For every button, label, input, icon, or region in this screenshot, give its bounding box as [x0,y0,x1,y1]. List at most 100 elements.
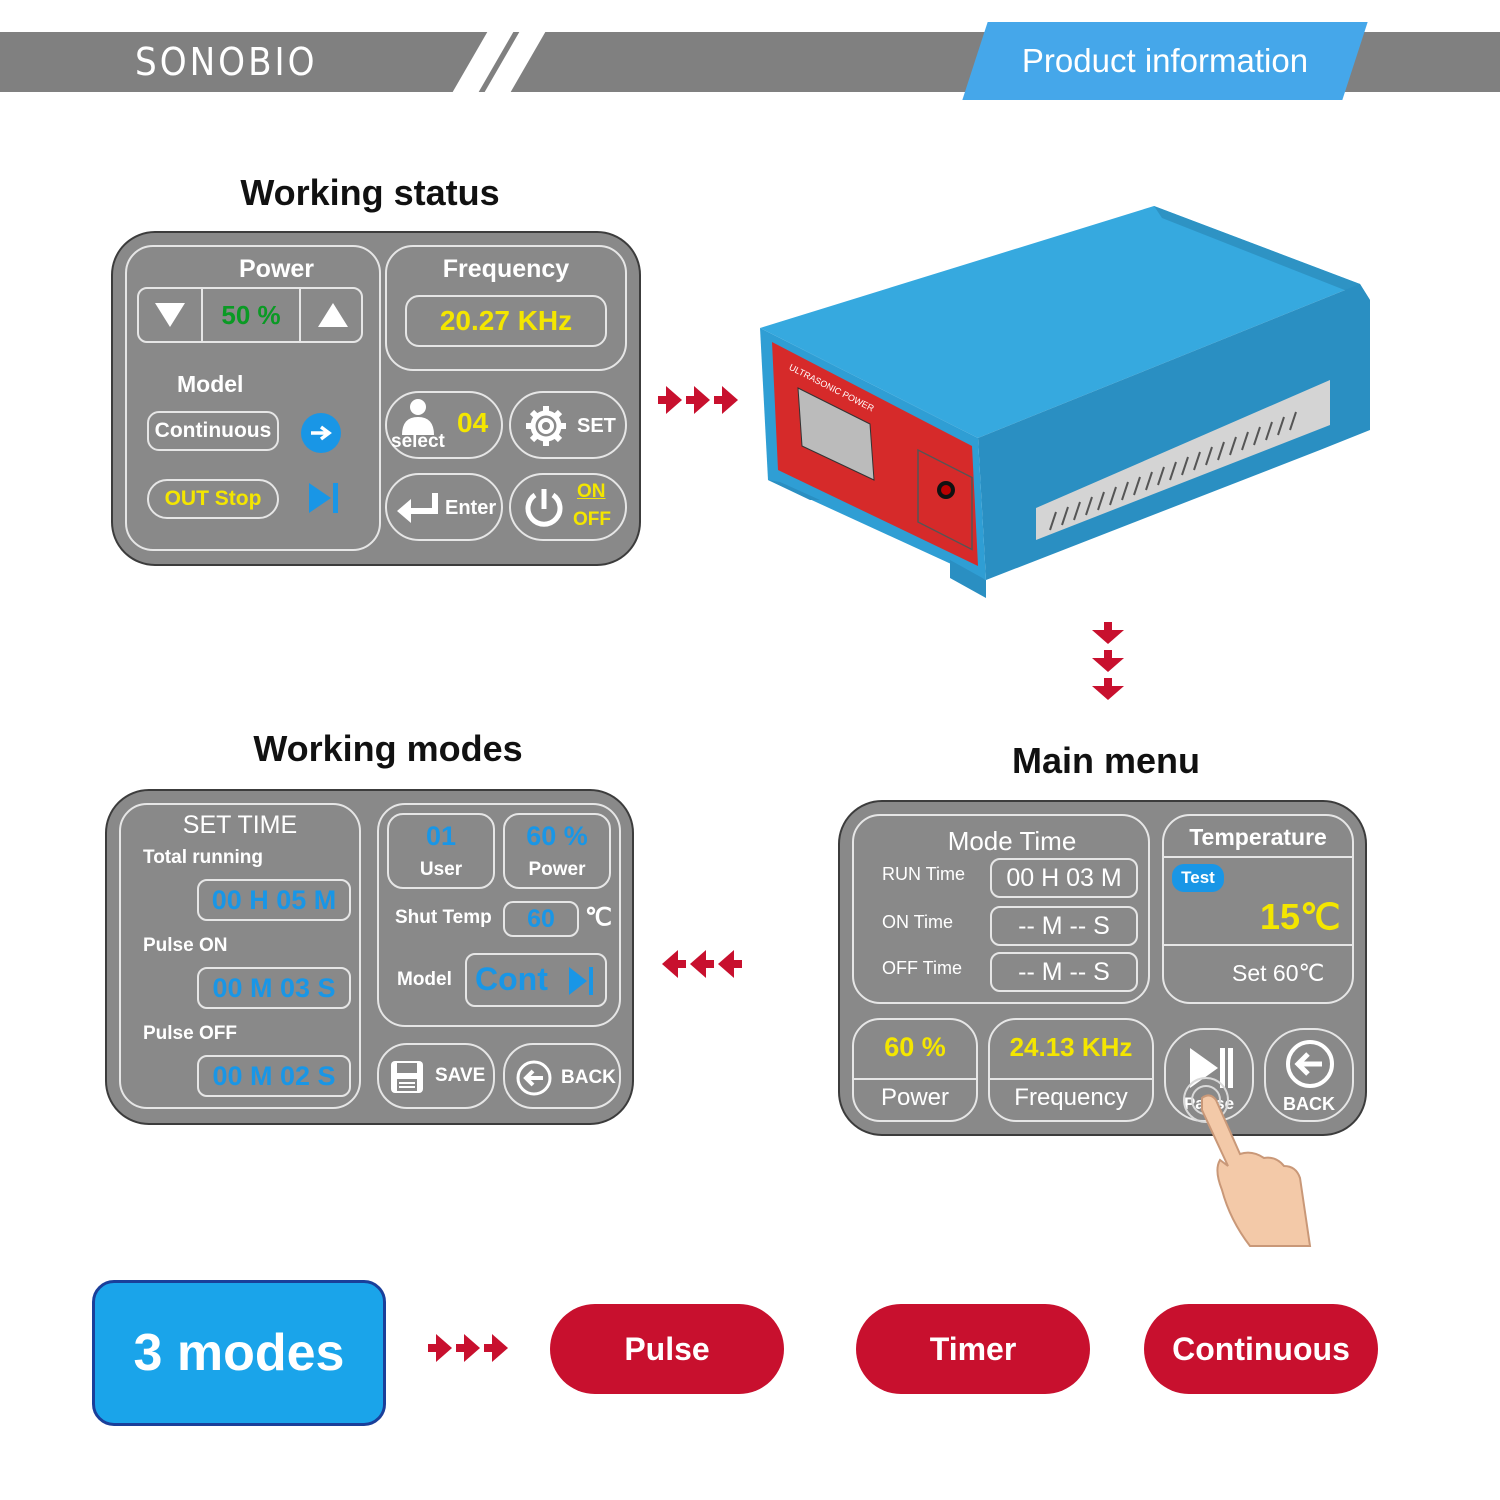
set-label: SET [577,415,616,437]
pulse-on-value[interactable]: 00 M 03 S [197,967,351,1009]
pulse-off-value[interactable]: 00 M 02 S [197,1055,351,1097]
play-pause-icon [1190,1048,1233,1088]
model-value: Cont [475,961,548,997]
on-time-value: -- M -- S [990,906,1138,946]
ultrasonic-device-image [760,206,1370,598]
working-status-title: Working status [240,172,500,213]
flow-arrows-down [1092,622,1124,700]
mode-timer-button[interactable]: Timer [856,1304,1090,1394]
back-label: BACK [1283,1094,1335,1114]
working-modes-title: Working modes [253,728,523,769]
mode-time-group: Mode Time RUN Time 00 H 03 M ON Time -- … [852,814,1150,1004]
power-value: 50 % [221,299,281,330]
shut-temp-label: Shut Temp [395,907,492,928]
select-value: 04 [457,407,489,438]
power-label: Power [239,255,315,283]
power-label: Power [528,859,586,880]
out-stop-button[interactable]: OUT Stop [147,479,279,519]
triangle-down-icon [155,303,185,327]
on-time-label: ON Time [882,912,954,932]
back-label: BACK [561,1067,616,1088]
play-pause-icon [569,967,593,995]
mode-continuous-button[interactable]: Continuous [1144,1304,1378,1394]
run-time-label: RUN Time [882,864,966,884]
user-field[interactable]: 01 User [387,813,495,889]
temperature-label: Temperature [1189,824,1327,850]
shut-temp-value[interactable]: 60 [503,901,579,937]
back-arrow-icon [1286,1040,1334,1088]
model-label: Model [397,969,452,990]
power-value: 60 % [884,1032,946,1062]
set-temp-value[interactable]: Set 60℃ [1232,960,1325,986]
enter-button[interactable]: Enter [385,473,503,541]
divider [1164,944,1352,946]
user-icon [402,399,434,435]
product-info-tab[interactable]: Product information [1021,42,1309,79]
enter-icon [397,493,438,523]
back-button[interactable]: BACK [503,1043,621,1109]
frequency-value: 24.13 KHz [1009,1032,1133,1062]
settings-group: 01 User 60 % Power Shut Temp 60 ℃ Model … [377,803,621,1027]
arrow-right-icon [311,425,332,441]
divider [990,1078,1152,1080]
triangle-up-icon [318,303,348,327]
off-label: OFF [573,509,611,530]
working-modes-panel: SET TIME Total running 00 H 05 M Pulse O… [105,789,634,1125]
power-value: 60 % [526,821,588,851]
set-button[interactable]: SET [509,391,627,459]
power-model-group: Power 50 % Model Continuous OUT Stop [125,245,381,551]
modes-summary-box: 3 modes [92,1280,386,1426]
set-time-label: SET TIME [182,811,298,839]
save-button[interactable]: SAVE [377,1043,495,1109]
model-select[interactable]: Cont [465,953,607,1007]
enter-label: Enter [445,497,497,519]
frequency-label: Frequency [442,255,570,283]
mode-time-label: Mode Time [947,826,1077,856]
hand-pointer-icon [1183,1077,1312,1247]
power-icon [525,489,563,527]
power-toggle-button[interactable]: ON OFF [509,473,627,541]
test-badge[interactable]: Test [1172,864,1224,892]
divider [854,1078,976,1080]
power-label: Power [880,1084,950,1111]
power-button[interactable]: 60 % Power [852,1018,978,1122]
flow-arrows-right [658,386,738,414]
frequency-group: Frequency 20.27 KHz [385,245,627,371]
power-increase-button[interactable] [299,289,365,341]
power-field[interactable]: 60 % Power [503,813,611,889]
floppy-disk-icon [391,1061,423,1093]
off-time-label: OFF Time [882,958,962,978]
model-next-button[interactable] [301,413,341,453]
power-decrease-button[interactable] [139,289,203,341]
temperature-value: 15℃ [1260,896,1341,937]
main-menu-panel: Mode Time RUN Time 00 H 03 M ON Time -- … [838,800,1367,1136]
back-button[interactable]: BACK [1264,1028,1354,1122]
user-label: User [419,859,463,880]
flow-arrows-left [662,950,742,978]
set-time-group: SET TIME Total running 00 H 05 M Pulse O… [119,803,361,1109]
flow-arrows-right [428,1334,508,1362]
frequency-label: Frequency [1014,1084,1128,1111]
save-label: SAVE [435,1065,486,1086]
on-label: ON [577,481,606,502]
shut-temp-unit: ℃ [585,904,612,931]
back-arrow-icon [516,1060,552,1096]
temperature-group: Temperature Test 15℃ Set 60℃ [1162,814,1354,1004]
total-running-value[interactable]: 00 H 05 M [197,879,351,921]
working-status-panel: Power 50 % Model Continuous OUT Stop Fre… [111,231,641,566]
mode-pulse-button[interactable]: Pulse [550,1304,784,1394]
frequency-button[interactable]: 24.13 KHz Frequency [988,1018,1154,1122]
model-select[interactable]: Continuous [147,411,279,451]
play-pause-icon[interactable] [307,481,341,515]
main-menu-title: Main menu [1011,740,1200,781]
gear-icon [526,406,566,446]
pulse-off-label: Pulse OFF [143,1023,237,1044]
off-time-value: -- M -- S [990,952,1138,992]
brand-logo: SONOBIO [135,40,318,84]
user-value: 01 [425,821,457,851]
frequency-value: 20.27 KHz [405,295,607,347]
select-label: select [391,431,445,452]
select-button[interactable]: select 04 [385,391,503,459]
power-control: 50 % [137,287,363,343]
pulse-on-label: Pulse ON [143,935,228,956]
